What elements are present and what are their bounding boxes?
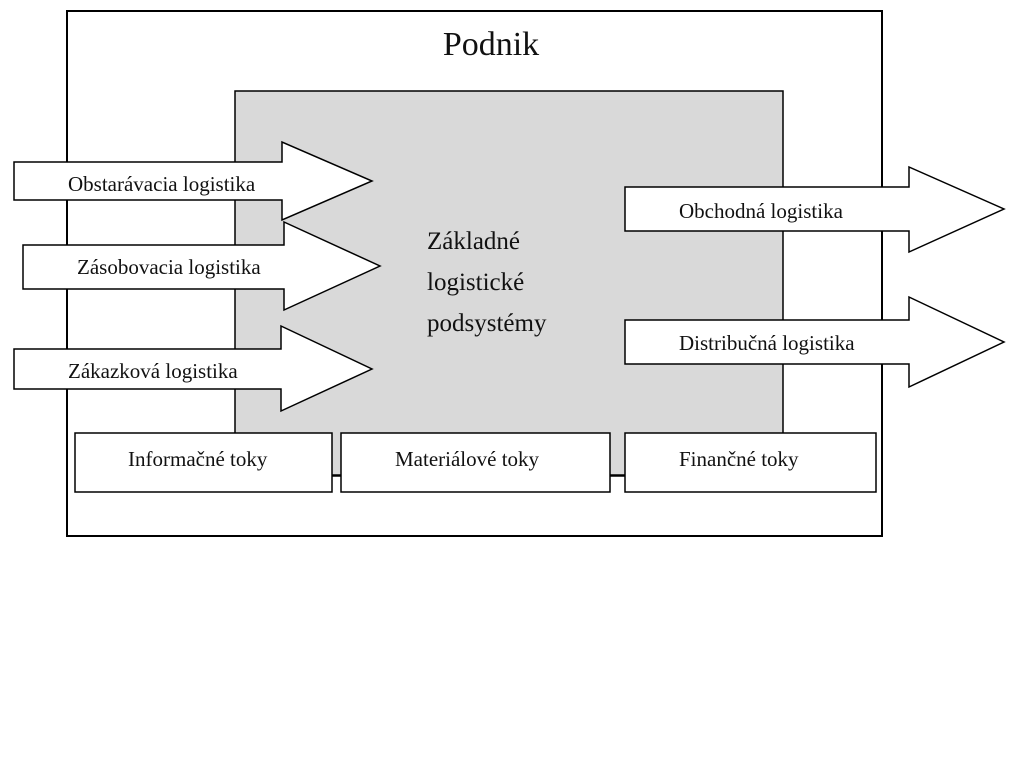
flow-box-information: Informačné toky bbox=[74, 432, 333, 493]
outbound-arrow-distribution: Distribučná logistika bbox=[624, 295, 1006, 389]
inbound-arrow-procurement: Obstarávacia logistika bbox=[13, 140, 374, 222]
arrow-label: Zákazková logistika bbox=[68, 359, 238, 383]
arrow-shape bbox=[22, 220, 382, 312]
enterprise-title: Podnik bbox=[443, 26, 539, 63]
core-line-1: Základné bbox=[427, 228, 520, 255]
arrow-shape bbox=[624, 295, 1006, 389]
flow-box-material: Materiálové toky bbox=[340, 432, 611, 493]
arrow-label: Zásobovacia logistika bbox=[77, 255, 261, 279]
outbound-arrow-sales: Obchodná logistika bbox=[624, 165, 1006, 254]
inbound-arrow-supply: Zásobovacia logistika bbox=[22, 220, 382, 312]
core-line-2: logistické bbox=[427, 269, 524, 296]
arrow-label: Obstarávacia logistika bbox=[68, 172, 256, 196]
flow-box-label: Finančné toky bbox=[679, 447, 799, 471]
flow-box-label: Materiálové toky bbox=[395, 447, 540, 471]
flow-box-financial: Finančné toky bbox=[624, 432, 877, 493]
flow-box-shape bbox=[74, 432, 333, 493]
arrow-label: Distribučná logistika bbox=[679, 331, 855, 355]
flow-box-label: Informačné toky bbox=[128, 447, 268, 471]
arrow-shape bbox=[13, 324, 374, 413]
arrow-label: Obchodná logistika bbox=[679, 199, 844, 223]
flow-box-shape bbox=[340, 432, 611, 493]
core-line-3: podsystémy bbox=[427, 310, 547, 337]
arrow-shape bbox=[624, 165, 1006, 254]
arrow-shape bbox=[13, 140, 374, 222]
flow-box-shape bbox=[624, 432, 877, 493]
inbound-arrow-order: Zákazková logistika bbox=[13, 324, 374, 413]
